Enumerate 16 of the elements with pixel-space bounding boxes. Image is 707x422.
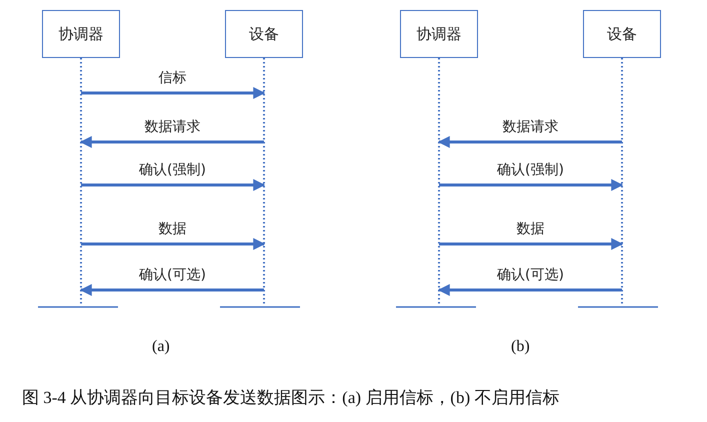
participant-box: 设备 <box>225 10 303 58</box>
panel-label: (a) <box>152 338 170 356</box>
message-arrow <box>439 179 624 191</box>
message-arrow <box>81 238 266 250</box>
panel-label: (b) <box>511 338 530 356</box>
participant-box: 设备 <box>583 10 661 58</box>
message-arrow <box>81 87 266 99</box>
participant-box: 协调器 <box>400 10 478 58</box>
message-arrow <box>438 136 622 148</box>
message-arrow <box>439 238 624 250</box>
participant-box: 协调器 <box>42 10 120 58</box>
message-arrow <box>81 179 266 191</box>
figure-caption: 图 3-4 从协调器向目标设备发送数据图示：(a) 启用信标，(b) 不启用信标 <box>22 387 560 409</box>
message-arrow <box>80 136 264 148</box>
message-arrow <box>438 284 622 296</box>
message-arrow <box>80 284 264 296</box>
